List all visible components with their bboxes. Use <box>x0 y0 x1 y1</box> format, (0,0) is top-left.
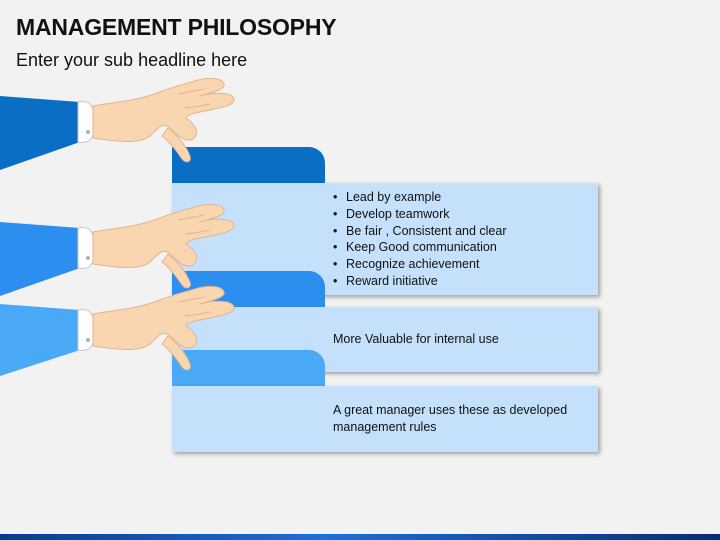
step-3-text: A great manager uses these as developed … <box>333 403 568 434</box>
page-subtitle: Enter your sub headline here <box>16 50 248 70</box>
bullet-item: •Be fair , Consistent and clear <box>333 223 507 238</box>
hand-2 <box>0 203 235 296</box>
page-title: MANAGEMENT PHILOSOPHY <box>16 14 337 40</box>
bottom-accent-bar <box>0 534 720 540</box>
step-1-tab <box>172 147 325 187</box>
hand-3 <box>0 285 235 376</box>
step-3-tab <box>172 350 325 390</box>
step-2-text: More Valuable for internal use <box>333 332 499 346</box>
bullet-item: •Develop teamwork <box>333 206 450 221</box>
bullet-item: •Reward initiative <box>333 273 438 288</box>
bullet-item: •Recognize achievement <box>333 257 480 272</box>
step-3-card: A great manager uses these as developed … <box>172 386 598 452</box>
hand-1 <box>0 77 235 170</box>
bullet-item: •Keep Good communication <box>333 240 497 255</box>
bullet-item: •Lead by example <box>333 190 442 204</box>
step-1-bullet-list: •Lead by example •Develop teamwork •Be f… <box>333 189 583 290</box>
